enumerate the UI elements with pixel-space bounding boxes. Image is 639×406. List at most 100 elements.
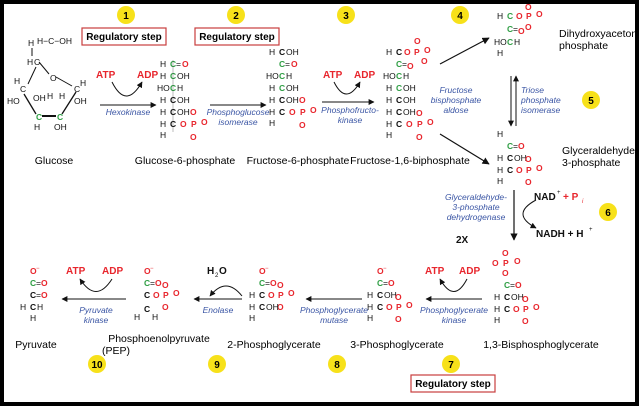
svg-text:H: H xyxy=(494,304,500,314)
svg-text:H: H xyxy=(249,302,255,312)
step-4-badge: 4 xyxy=(451,6,469,24)
step-2-badge: 2 xyxy=(227,6,245,24)
svg-text:O: O xyxy=(525,177,532,187)
pyruvate-label: Pyruvate xyxy=(15,339,57,351)
svg-text:C: C xyxy=(396,107,402,117)
svg-text:OH: OH xyxy=(286,95,299,105)
svg-text:C: C xyxy=(144,290,150,300)
step1-curve-arrow xyxy=(111,81,143,97)
g3p-label-line2: 3-phosphate xyxy=(562,157,621,169)
svg-text:O: O xyxy=(162,280,169,290)
step-1-badge: 1 xyxy=(117,6,135,24)
svg-text:H: H xyxy=(497,165,503,175)
svg-text:P: P xyxy=(526,165,532,175)
svg-text:O: O xyxy=(41,278,48,288)
svg-text:H: H xyxy=(160,71,166,81)
nad-plus-pi: NAD + + P i xyxy=(534,190,584,205)
svg-text:C: C xyxy=(377,302,383,312)
pgm-label-line2: mutase xyxy=(320,315,348,325)
svg-text:P: P xyxy=(396,302,402,312)
svg-text:−: − xyxy=(36,266,40,272)
svg-text:C: C xyxy=(504,280,510,290)
step7-atp: ATP xyxy=(425,266,445,277)
step3-curve-arrow xyxy=(333,81,361,95)
svg-text:H: H xyxy=(286,71,292,81)
step6-curve-arrow xyxy=(522,199,537,229)
step10-adp: ADP xyxy=(102,266,123,277)
pgm-label-line1: Phosphoglycerate xyxy=(300,305,368,315)
svg-text:H: H xyxy=(367,313,373,323)
svg-text:H−C−OH: H−C−OH xyxy=(37,36,72,46)
svg-text:H: H xyxy=(269,83,275,93)
hexokinase-label: Hexokinase xyxy=(106,107,151,117)
svg-text:HO: HO xyxy=(383,71,396,81)
regulatory-step-box-3: Regulatory step xyxy=(410,374,496,393)
svg-text:OH: OH xyxy=(403,95,416,105)
svg-text:C: C xyxy=(170,71,176,81)
svg-text:H: H xyxy=(160,95,166,105)
step3-atp: ATP xyxy=(323,70,343,81)
svg-text:H: H xyxy=(497,11,503,21)
regulatory-step-box-1: Regulatory step xyxy=(81,27,167,46)
svg-text:H: H xyxy=(249,313,255,323)
svg-text:O: O xyxy=(395,292,402,302)
svg-text:C: C xyxy=(170,95,176,105)
svg-text:NAD: NAD xyxy=(534,192,556,203)
svg-text:O: O xyxy=(536,9,543,19)
svg-text:O: O xyxy=(268,290,275,300)
pg3-structure: O − C = O H C OH H C O P O O O H xyxy=(367,266,413,324)
svg-text:OH: OH xyxy=(74,96,87,106)
svg-text:H: H xyxy=(160,107,166,117)
svg-text:5: 5 xyxy=(588,96,594,107)
svg-text:O: O xyxy=(416,132,423,142)
svg-text:OH: OH xyxy=(384,290,397,300)
pg2-structure: O − C = O H C O P O O O H C OH H xyxy=(249,266,295,323)
svg-text:HO: HO xyxy=(266,71,279,81)
svg-text:C: C xyxy=(396,71,402,81)
svg-text:HO: HO xyxy=(494,37,507,47)
svg-text:O: O xyxy=(404,47,411,57)
svg-text:OH: OH xyxy=(177,71,190,81)
svg-text:OH: OH xyxy=(286,47,299,57)
aldolase-label-line3: aldose xyxy=(443,105,468,115)
svg-text:O: O xyxy=(525,154,532,164)
pfk-label-line2: kinase xyxy=(338,115,363,125)
svg-text:O: O xyxy=(155,278,162,288)
svg-text:H: H xyxy=(152,312,158,322)
svg-text:O: O xyxy=(277,280,284,290)
svg-text:P: P xyxy=(278,290,284,300)
svg-text:O: O xyxy=(386,302,393,312)
svg-text:O: O xyxy=(414,36,421,46)
svg-text:H: H xyxy=(80,78,86,88)
svg-text:H: H xyxy=(494,315,500,325)
f16bp-structure: H C O P O O O C = O HO C H H C OH H C OH… xyxy=(383,36,434,142)
pgk-label-line2: kinase xyxy=(442,315,467,325)
svg-text:10: 10 xyxy=(91,360,103,371)
svg-text:HO: HO xyxy=(157,83,170,93)
g6p-structure: H C = O H C OH HO C H H C OH H C OH H C … xyxy=(157,59,208,142)
svg-text:P: P xyxy=(503,258,509,268)
svg-text:H: H xyxy=(269,118,275,128)
svg-text:H: H xyxy=(269,47,275,57)
svg-text:O: O xyxy=(219,266,227,277)
svg-text:O: O xyxy=(180,119,187,129)
svg-text:C: C xyxy=(259,278,265,288)
svg-text:H: H xyxy=(269,107,275,117)
step9-curve-arrow xyxy=(209,285,243,297)
svg-text:H: H xyxy=(367,302,373,312)
step-7-badge: 7 xyxy=(442,355,460,373)
svg-text:H: H xyxy=(386,47,392,57)
glucose-label: Glucose xyxy=(35,155,74,167)
svg-text:NADH + H: NADH + H xyxy=(536,229,584,240)
svg-text:OH: OH xyxy=(177,107,190,117)
svg-text:O: O xyxy=(288,288,295,298)
svg-text:O: O xyxy=(536,163,543,173)
svg-text:C: C xyxy=(396,47,402,57)
aldolase-label-line2: bisphosphate xyxy=(431,95,482,105)
enolase-label: Enolase xyxy=(203,305,234,315)
svg-text:−: − xyxy=(265,266,269,272)
svg-text:H: H xyxy=(27,57,33,67)
svg-text:C: C xyxy=(170,83,176,93)
svg-text:O: O xyxy=(427,117,434,127)
svg-text:P: P xyxy=(163,290,169,300)
